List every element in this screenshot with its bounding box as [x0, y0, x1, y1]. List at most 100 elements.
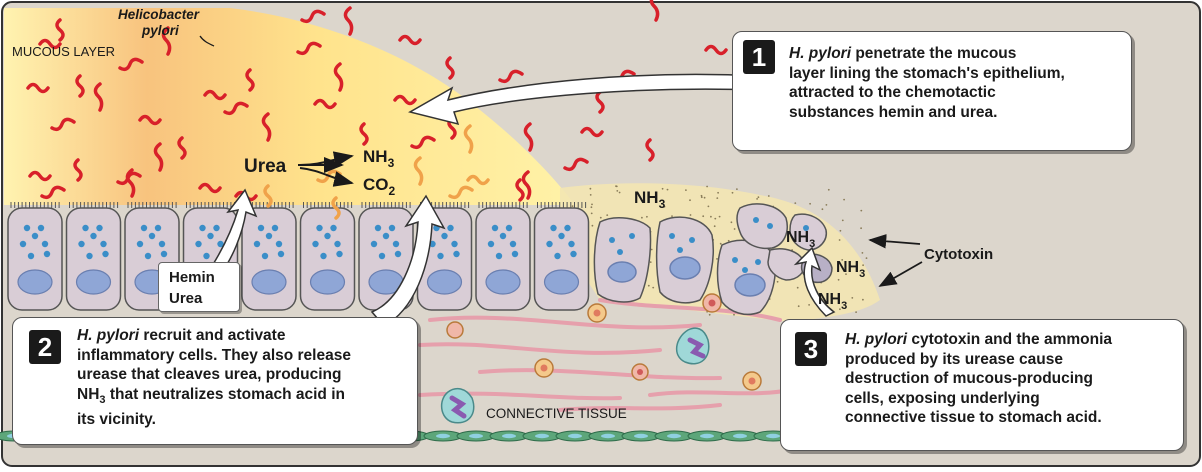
- bacterium: [595, 90, 605, 114]
- cytoplasm-granules-damaged: [609, 217, 809, 273]
- stroma-cell: [621, 430, 661, 442]
- connective-tissue-label: CONNECTIVE TISSUE: [486, 406, 627, 421]
- stroma-cell: [489, 430, 529, 442]
- inflammatory-cells: [440, 293, 762, 424]
- bacterium: [398, 34, 422, 46]
- callout-2-text: H. pylori recruit and activate inflammat…: [77, 327, 351, 429]
- pointer-arrows: [210, 73, 836, 327]
- urea-reaction-arrows: [298, 151, 354, 187]
- bacterium: [563, 157, 589, 172]
- bacterium: [50, 117, 76, 132]
- callout-1-number: 1: [743, 40, 775, 74]
- bacterium: [223, 101, 249, 116]
- stroma-cell: [588, 430, 628, 442]
- bacterium: [649, 0, 660, 22]
- nh3-label-cell-1: NH3: [786, 229, 815, 250]
- nh3-product-label: NH3: [363, 147, 395, 170]
- bacterium: [313, 98, 337, 110]
- bacterium: [177, 136, 187, 160]
- bacterium: [466, 174, 490, 186]
- epithelial-cell: [241, 202, 297, 311]
- bacterium: [515, 178, 525, 202]
- bacterium: [125, 168, 136, 198]
- bacterium: [28, 170, 52, 182]
- bacterium: [26, 82, 50, 94]
- bacterium: [55, 18, 65, 42]
- stroma-cell: [720, 430, 760, 442]
- bacterium: [523, 122, 534, 152]
- mucous-layer: [4, 8, 575, 205]
- bacterium: [261, 112, 272, 142]
- bacterium: [331, 196, 341, 220]
- mucous-layer-label: MUCOUS LAYER: [12, 44, 115, 59]
- bacterium: [75, 74, 85, 98]
- stroma-cell: [423, 430, 463, 442]
- callout-2: 2 H. pylori recruit and activate inflamm…: [12, 317, 418, 445]
- bacterium-label-line1: Helicobacter: [118, 7, 200, 22]
- bacterium: [521, 170, 532, 200]
- bacterium: [343, 6, 354, 36]
- epithelial-cell: [299, 202, 356, 311]
- callout-3: 3 H. pylori cytotoxin and the ammonia pr…: [780, 319, 1184, 451]
- connective-fibers: [418, 298, 792, 412]
- epithelial-cells: [7, 202, 590, 311]
- bacterium: [300, 9, 326, 24]
- stroma-cell: [522, 430, 562, 442]
- bacterium: [93, 82, 104, 112]
- urea-box-label: Urea: [169, 290, 203, 307]
- bacterium: [704, 44, 728, 56]
- hemin-label: Hemin: [169, 269, 215, 286]
- epithelial-cell: [7, 202, 63, 311]
- co2-product-label: CO2: [363, 175, 396, 198]
- nh3-label-cell-2: NH3: [836, 259, 865, 280]
- bacterium: [448, 185, 474, 200]
- arrow-from-callout-1: [408, 73, 761, 126]
- callout-2-number: 2: [29, 330, 61, 364]
- bacterium: [198, 182, 222, 194]
- arrow-hemin-urea: [210, 188, 258, 273]
- nh3-label-mucosa: NH3: [634, 188, 666, 211]
- bacterium: [359, 122, 369, 146]
- bacterium-leader: [199, 35, 215, 47]
- callout-1: 1 H. pylori penetrate the mucous layer l…: [732, 31, 1132, 151]
- bacterium: [296, 41, 322, 56]
- bacterium: [463, 124, 474, 154]
- bacterium: [38, 38, 62, 50]
- stroma-cell: [456, 430, 496, 442]
- bacterium: [138, 114, 162, 126]
- epithelial-cell: [358, 202, 414, 311]
- arrow-from-callout-2: [370, 194, 446, 327]
- bacterium: [203, 89, 227, 101]
- epithelial-cell: [65, 202, 122, 311]
- stroma-cell: [654, 430, 694, 442]
- stroma-cell: [555, 430, 595, 442]
- epithelial-cell: [475, 202, 531, 311]
- bacterium: [245, 68, 255, 92]
- bacterium: [73, 158, 83, 182]
- arrow-from-callout-3: [793, 246, 836, 317]
- bacterium: [498, 69, 524, 84]
- bacterium: [645, 138, 655, 162]
- bacterium: [445, 56, 455, 80]
- epithelial-cell: [533, 202, 590, 311]
- bacterium: [263, 184, 273, 208]
- cytotoxin-label: Cytotoxin: [924, 246, 993, 263]
- callout-1-text: H. pylori penetrate the mucous layer lin…: [789, 45, 1065, 121]
- bacterium: [413, 156, 424, 186]
- bacterium: [580, 126, 604, 138]
- bacterium: [161, 26, 172, 56]
- bacterium: [393, 94, 417, 106]
- stroma-cell: [687, 430, 727, 442]
- bacterium: [410, 135, 436, 150]
- bacterium: [333, 62, 344, 92]
- bacterium: [153, 142, 164, 172]
- bacterium-label-line2: pylori: [141, 23, 179, 38]
- nh3-label-cell-3: NH3: [818, 291, 847, 312]
- hemin-urea-box: Hemin Urea: [158, 262, 240, 312]
- urea-label: Urea: [244, 156, 287, 177]
- callout-3-text: H. pylori cytotoxin and the ammonia prod…: [845, 331, 1112, 426]
- bacterium: [118, 57, 144, 72]
- cytotoxin-arrows: [868, 234, 923, 287]
- bacterium: [40, 185, 66, 200]
